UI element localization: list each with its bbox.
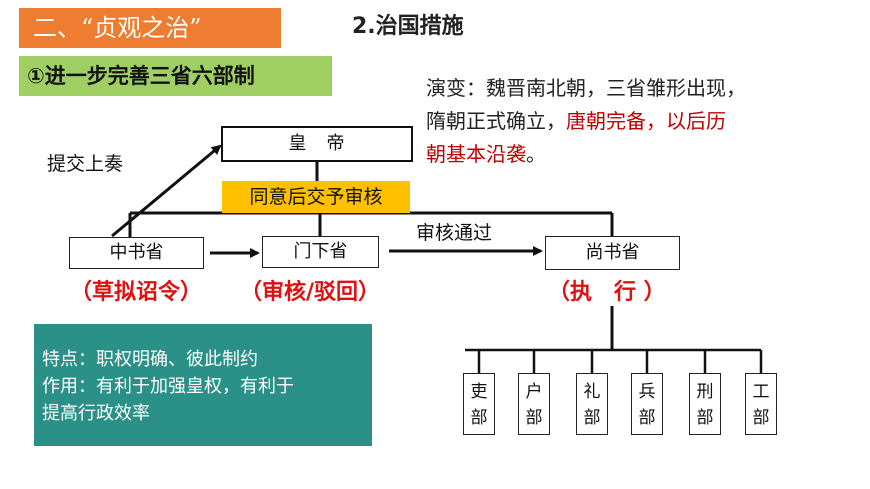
- department-char: 工: [752, 382, 770, 402]
- department-char: 部: [752, 408, 770, 428]
- department-bing: 兵 部: [631, 373, 663, 435]
- evolution-text: 演变：魏晋南北朝，三省雏形出现， 隋朝正式确立，唐朝完备，以后历 朝基本沿袭。: [426, 72, 846, 171]
- department-char: 礼: [583, 382, 601, 402]
- department-char: 部: [525, 408, 543, 428]
- department-li-rites: 礼 部: [576, 373, 608, 435]
- zhongshu-box: 中书省: [69, 237, 204, 269]
- department-char: 户: [525, 382, 543, 402]
- features-box: 特点：职权明确、彼此制约 作用：有利于加强皇权，有利于 提高行政效率: [34, 324, 372, 446]
- department-char: 兵: [638, 382, 656, 402]
- measures-subtitle: 2.治国措施: [352, 14, 464, 39]
- department-char: 部: [470, 408, 488, 428]
- department-char: 部: [583, 408, 601, 428]
- evolution-line-2: 隋朝正式确立，唐朝完备，以后历: [426, 105, 846, 138]
- evolution-line-3: 朝基本沿袭。: [426, 138, 846, 171]
- pass-label: 审核通过: [416, 222, 493, 244]
- evolution-line-2-black: 隋朝正式确立，: [426, 109, 566, 133]
- subsection-title: ①进一步完善三省六部制: [19, 56, 332, 96]
- department-gong: 工 部: [745, 373, 777, 435]
- evolution-line-1: 演变：魏晋南北朝，三省雏形出现，: [426, 76, 746, 100]
- submit-arrow: [111, 144, 222, 238]
- features-line-2: 作用：有利于加强皇权，有利于: [42, 376, 294, 397]
- section-title: 二、“贞观之治”: [19, 8, 281, 48]
- emperor-box: 皇 帝: [221, 126, 413, 162]
- approve-label: 同意后交予审核: [222, 181, 410, 213]
- evolution-line-2-red: 唐朝完备，以后历: [566, 109, 726, 133]
- department-char: 部: [638, 408, 656, 428]
- department-char: 部: [696, 408, 714, 428]
- department-char: 吏: [470, 382, 488, 402]
- department-xing: 刑 部: [689, 373, 721, 435]
- shangshu-box: 尚书省: [545, 236, 680, 270]
- shangshu-role: （执 行 ）: [548, 280, 666, 305]
- features-line-3: 提高行政效率: [42, 403, 150, 424]
- evolution-line-3-black: 。: [526, 142, 546, 166]
- department-hu: 户 部: [518, 373, 550, 435]
- menxia-role: （审核/驳回）: [240, 280, 381, 305]
- zhongshu-role: （草拟诏令）: [70, 280, 203, 305]
- department-char: 刑: [696, 382, 714, 402]
- features-line-1: 特点：职权明确、彼此制约: [42, 349, 258, 370]
- menxia-box: 门下省: [262, 236, 379, 268]
- evolution-line-3-red: 朝基本沿袭: [426, 142, 526, 166]
- submit-label: 提交上奏: [47, 153, 124, 175]
- department-li: 吏 部: [463, 373, 495, 435]
